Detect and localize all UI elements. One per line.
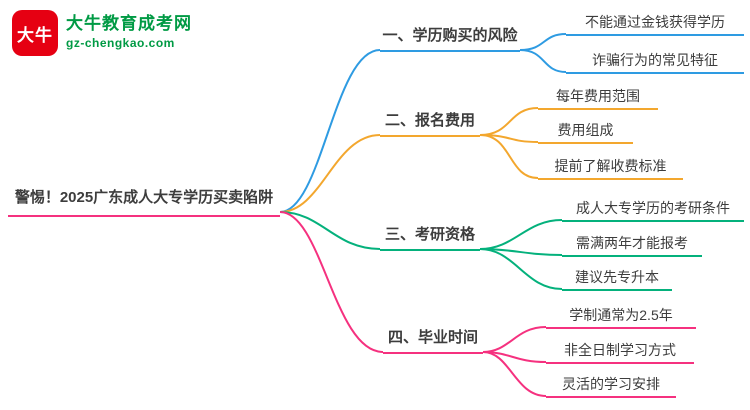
- site-name: 大牛教育成考网: [66, 14, 192, 33]
- curve-branch4-leaf: [482, 326, 547, 353]
- leaf-topic: 学制通常为2.5年: [546, 306, 696, 329]
- branch-topic-postgraduate: 三、考研资格: [380, 225, 480, 251]
- leaf-topic: 诈骗行为的常见特征: [566, 51, 744, 74]
- leaf-topic: 费用组成: [538, 121, 633, 144]
- curve-root-branch-4: [279, 211, 384, 353]
- leaf-topic: 提前了解收费标准: [538, 157, 683, 180]
- root-topic: 警惕！2025广东成人大专学历买卖陷阱: [8, 188, 280, 217]
- curve-branch2-leaf: [479, 107, 539, 136]
- branch-topic-fee: 二、报名费用: [380, 111, 480, 137]
- curve-root-branch-1: [279, 49, 381, 213]
- curve-branch3-leaf: [479, 219, 563, 250]
- curve-branch3-leaf: [479, 248, 563, 256]
- curve-branch1-leaf: [519, 49, 567, 73]
- site-logo: 大牛 大牛教育成考网 gz-chengkao.com: [12, 10, 192, 56]
- logo-text-block: 大牛教育成考网 gz-chengkao.com: [66, 10, 192, 51]
- curve-branch4-leaf: [482, 351, 547, 363]
- curve-branch2-leaf: [479, 134, 539, 179]
- leaf-topic: 非全日制学习方式: [546, 341, 694, 364]
- leaf-topic: 需满两年才能报考: [562, 234, 702, 257]
- branch-topic-risk: 一、学历购买的风险: [380, 26, 520, 52]
- logo-mark-icon: 大牛: [12, 10, 58, 56]
- leaf-topic: 每年费用范围: [538, 87, 658, 110]
- leaf-topic: 灵活的学习安排: [546, 375, 676, 398]
- curve-branch2-leaf: [479, 134, 539, 143]
- leaf-topic: 不能通过金钱获得学历: [566, 13, 744, 36]
- curve-branch3-leaf: [479, 248, 563, 290]
- branch-topic-graduation: 四、毕业时间: [383, 328, 483, 354]
- curve-branch1-leaf: [519, 33, 567, 51]
- leaf-topic: 成人大专学历的考研条件: [562, 199, 744, 222]
- curve-root-branch-2: [279, 134, 381, 213]
- site-url: gz-chengkao.com: [66, 36, 175, 50]
- curve-branch4-leaf: [482, 351, 547, 397]
- curve-root-branch-3: [279, 211, 381, 250]
- leaf-topic: 建议先专升本: [562, 268, 672, 291]
